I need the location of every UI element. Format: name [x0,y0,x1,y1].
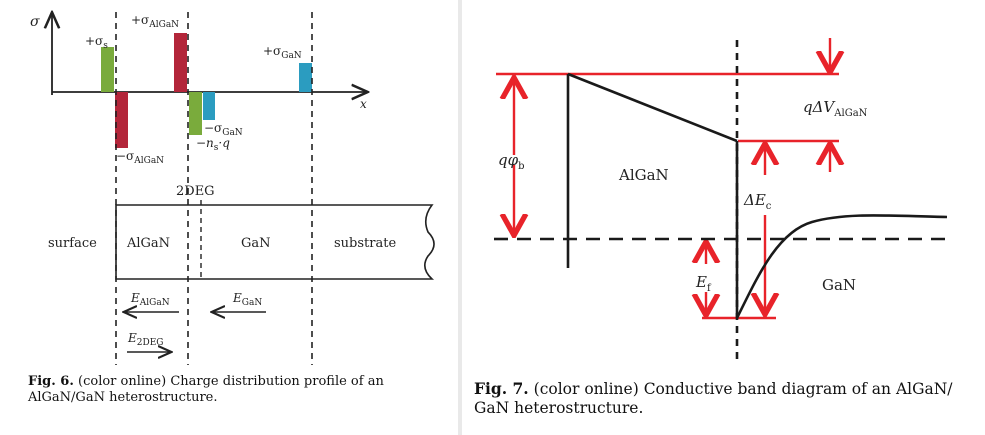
substrate-label: substrate [334,236,396,251]
figure-6-panel: σ x +σs +σAlGaN +σGaN −σGaN −ns·q −σAlGa… [0,0,458,435]
sigma-gan-negative-bar [203,92,215,120]
algan-conduction-band [567,72,738,143]
algan-region-label: AlGaN [126,236,170,251]
gan-region-label: GaN [241,236,271,251]
q-delta-v-label: qΔVAlGaN [803,98,868,119]
sigma-gan-positive-label: +σGaN [263,44,302,61]
figure-7-caption: Fig. 7. (color online) Conductive band d… [474,379,953,418]
sigma-algan-negative-label: −σAlGaN [116,149,164,166]
twodeg-label: 2DEG [176,184,215,199]
surface-label: surface [48,236,97,251]
sigma-algan-positive-label: +σAlGaN [131,13,179,30]
sigma-algan-positive-bar [174,33,187,92]
algan-region-label: AlGaN [618,166,669,184]
e-gan-label: EGaN [232,291,262,308]
charge-distribution-diagram: σ x +σs +σAlGaN +σGaN −σGaN −ns·q −σAlGa… [30,0,435,365]
e-2deg-label: E2DEG [127,331,163,348]
e-algan-label: EAlGaN [130,291,170,308]
q-phi-b-label: qφb [498,151,525,172]
figure-7-panel: qφb qΔVAlGaN ΔEc Ef AlGaN GaN [462,0,985,435]
delta-ec-label: ΔEc [743,191,772,212]
sigma-s-positive-bar [101,47,114,92]
ns-q-label: −ns·q [196,136,230,153]
gan-region-label: GaN [822,276,856,294]
sigma-algan-negative-bar [115,92,128,148]
band-diagram: qφb qΔVAlGaN ΔEc Ef AlGaN GaN [494,38,952,362]
ns-q-bar [189,92,202,135]
panel-divider [458,0,462,435]
sigma-s-positive-label: +σs [85,34,108,51]
sigma-axis-label: σ [30,14,40,30]
ef-label: Ef [695,273,712,294]
gan-conduction-band-curve [735,214,948,319]
heterostructure-box [115,204,435,280]
sigma-gan-positive-bar [299,63,312,92]
sigma-gan-negative-label: −σGaN [204,121,243,138]
x-axis-label: x [360,97,367,111]
figure-6-caption: Fig. 6. (color online) Charge distributi… [28,374,384,406]
